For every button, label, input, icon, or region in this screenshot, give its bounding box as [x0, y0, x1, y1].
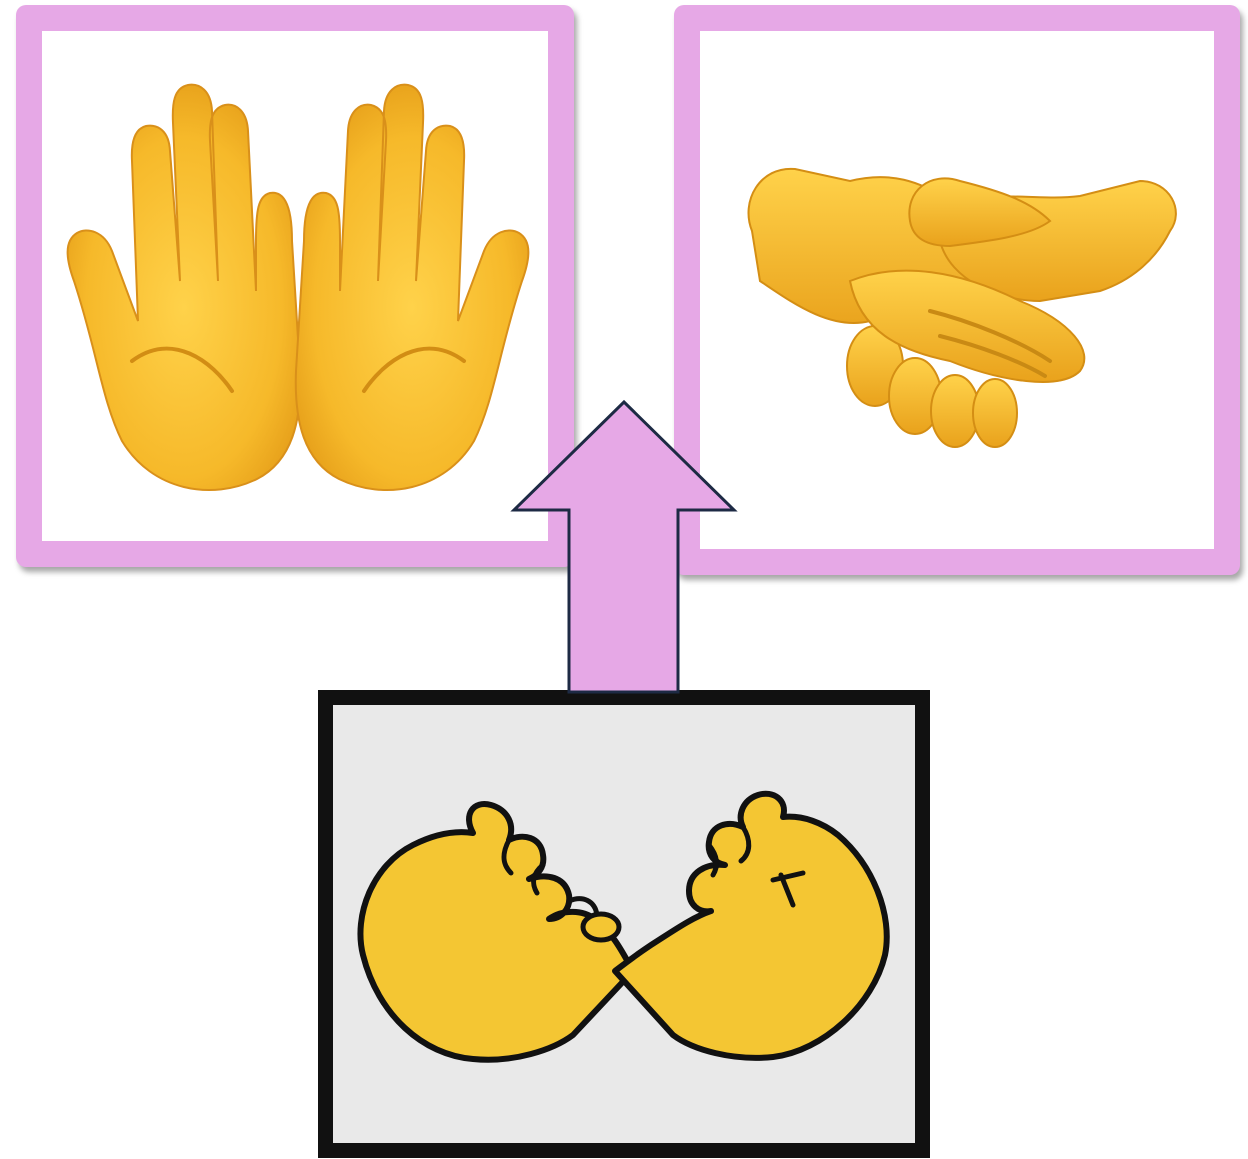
pinky-promise-icon	[357, 790, 890, 1063]
palms-up-card	[16, 5, 574, 567]
palms-up-together-icon	[66, 83, 530, 491]
handshake-card	[674, 5, 1240, 575]
handshake-icon	[747, 167, 1177, 448]
pinky-promise-card	[318, 690, 930, 1158]
